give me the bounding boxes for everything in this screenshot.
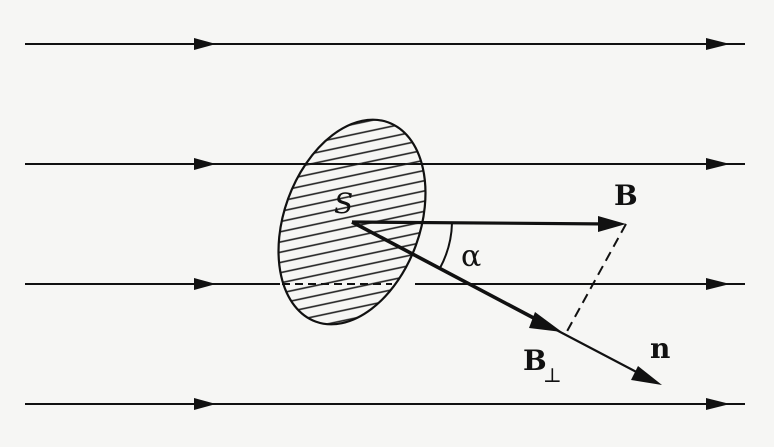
field-line [25, 38, 745, 50]
angle-arc [439, 222, 453, 269]
field-line [25, 398, 745, 410]
vector-b [351, 216, 626, 232]
b-perp-label: B [523, 344, 547, 377]
normal-label: n [650, 332, 670, 365]
field-label: B [614, 179, 638, 212]
normal-vector [544, 323, 662, 385]
angle-label: α [461, 239, 481, 274]
projection-line [564, 223, 627, 336]
surface-ellipse [260, 100, 450, 345]
vector-b-perp [351, 220, 562, 332]
surface-label: S [334, 187, 353, 220]
field-lines [25, 38, 745, 410]
b-perp-subscript: ⊥ [543, 363, 562, 387]
